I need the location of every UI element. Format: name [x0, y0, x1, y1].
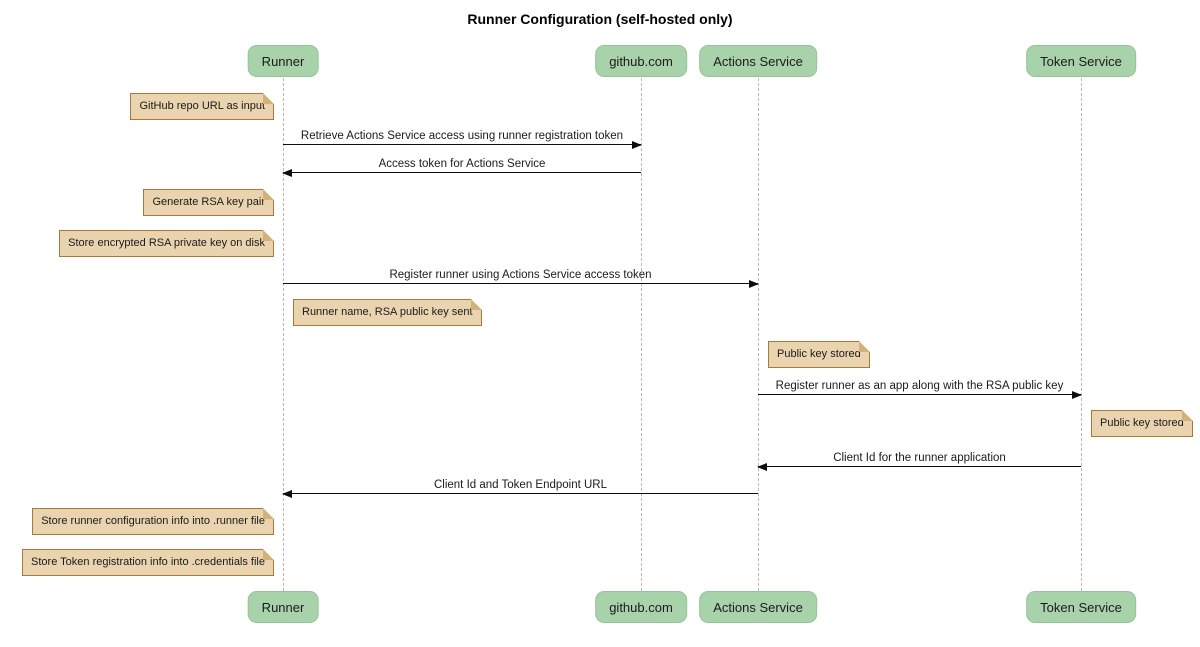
message-access-token-returned: Access token for Actions Service — [282, 154, 641, 177]
lifeline-github — [641, 78, 642, 591]
note-public-key-stored-token: Public key stored — [1091, 410, 1193, 437]
lifeline-runner — [283, 78, 284, 591]
participant-token-service-bottom: Token Service — [1026, 591, 1136, 623]
message-label: Access token for Actions Service — [378, 158, 546, 170]
note-public-key-stored-actions: Public key stored — [768, 341, 870, 368]
message-label: Register runner as an app along with the… — [775, 380, 1064, 392]
participant-runner-top: Runner — [247, 45, 319, 77]
note-generate-rsa-keypair: Generate RSA key pair — [143, 189, 274, 216]
message-register-runner: Register runner using Actions Service ac… — [283, 265, 759, 288]
participant-token-service-top: Token Service — [1026, 45, 1136, 77]
note-github-repo-url: GitHub repo URL as input — [130, 93, 274, 120]
message-client-id-returned: Client Id for the runner application — [757, 448, 1081, 471]
note-store-private-key: Store encrypted RSA private key on disk — [59, 230, 274, 257]
lifeline-token-service — [1081, 78, 1082, 591]
note-runner-name-sent: Runner name, RSA public key sent — [293, 299, 482, 326]
participant-github-bottom: github.com — [595, 591, 687, 623]
message-retrieve-actions-access: Retrieve Actions Service access using ru… — [283, 126, 642, 149]
lifeline-actions-service — [758, 78, 759, 591]
participant-runner-bottom: Runner — [247, 591, 319, 623]
message-label: Register runner using Actions Service ac… — [389, 269, 652, 281]
message-label: Client Id for the runner application — [833, 452, 1006, 464]
participant-actions-service-bottom: Actions Service — [699, 591, 817, 623]
participant-github-top: github.com — [595, 45, 687, 77]
message-client-id-endpoint-url: Client Id and Token Endpoint URL — [282, 475, 758, 498]
participant-actions-service-top: Actions Service — [699, 45, 817, 77]
message-label: Client Id and Token Endpoint URL — [433, 479, 608, 491]
message-register-runner-as-app: Register runner as an app along with the… — [758, 376, 1082, 399]
note-store-runner-file: Store runner configuration info into .ru… — [32, 508, 274, 535]
note-store-credentials-file: Store Token registration info into .cred… — [22, 549, 274, 576]
diagram-title: Runner Configuration (self-hosted only) — [467, 11, 733, 27]
message-label: Retrieve Actions Service access using ru… — [300, 130, 624, 142]
